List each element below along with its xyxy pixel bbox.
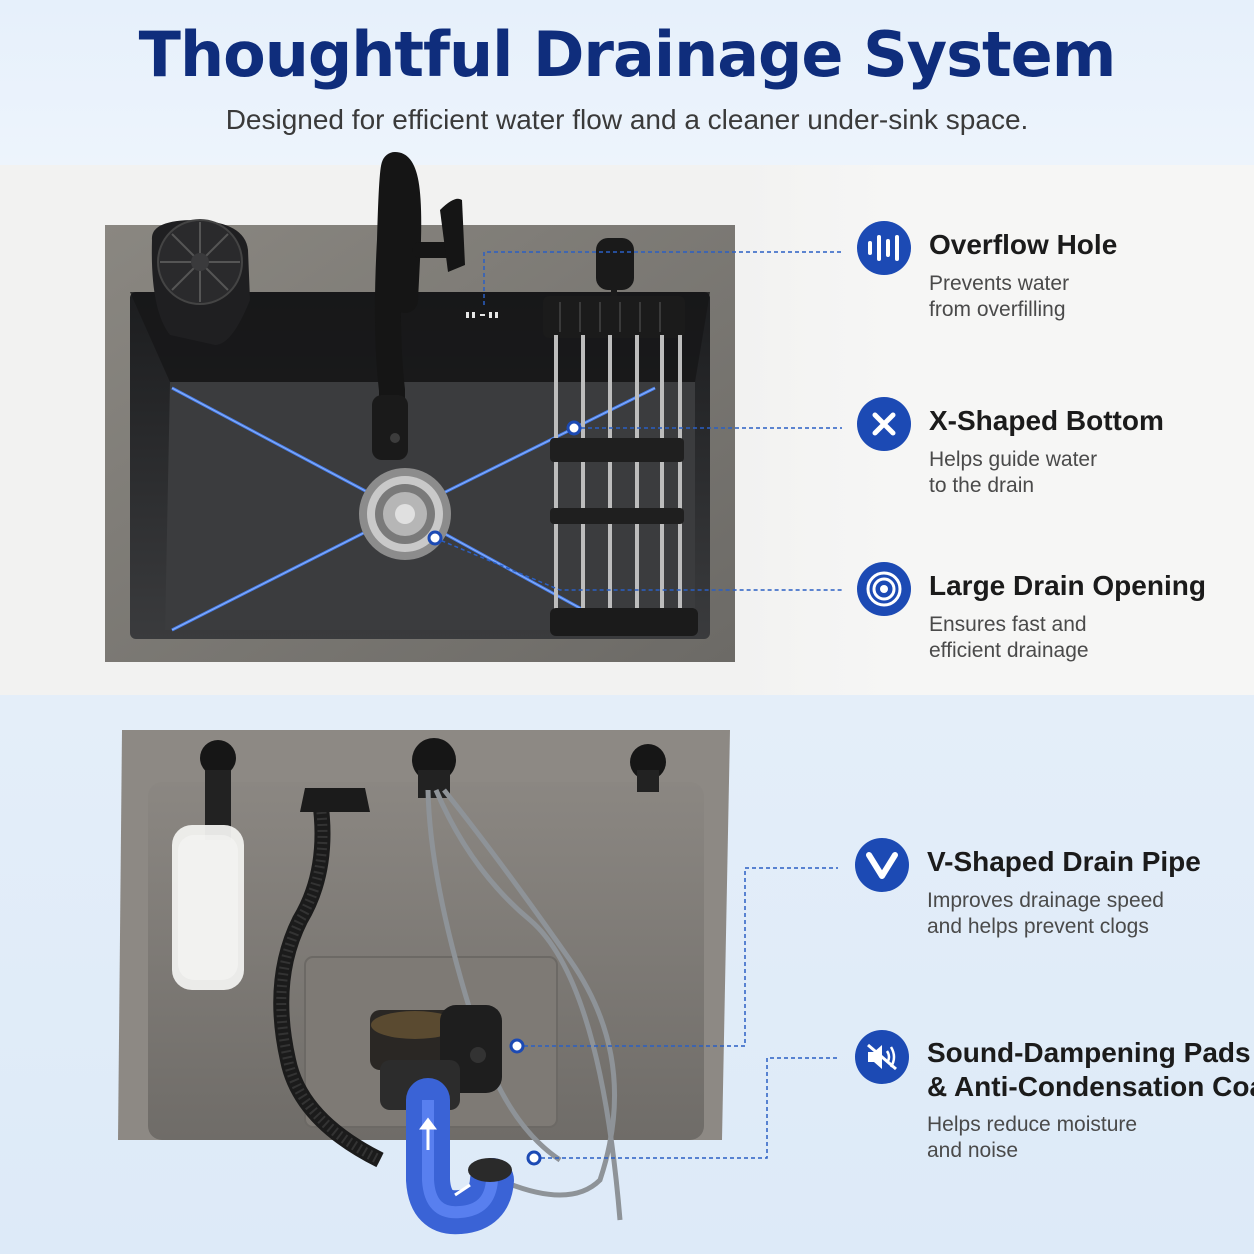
- page-subtitle: Designed for efficient water flow and a …: [225, 104, 1029, 135]
- soundwave-icon: [857, 221, 911, 275]
- page-title: Thoughtful Drainage System: [138, 18, 1117, 91]
- top-sink: [105, 151, 735, 662]
- feature-title: Sound-Dampening Pads& Anti-Condensation …: [927, 1037, 1254, 1102]
- callout-leaders: [434, 251, 842, 1159]
- cup-rinser: [151, 219, 250, 345]
- v-letter-icon: [855, 838, 909, 892]
- callout-anchors: [427, 420, 582, 1166]
- muted-speaker-icon: [855, 1030, 909, 1084]
- drain: [359, 468, 451, 560]
- feature-title: V-Shaped Drain Pipe: [927, 846, 1201, 877]
- feature-title: Overflow Hole: [929, 229, 1118, 260]
- x-mark-icon: [857, 397, 911, 451]
- header: Thoughtful Drainage System Designed for …: [0, 0, 1254, 165]
- feature-title: Large Drain Opening: [929, 570, 1206, 601]
- underside-sink: [118, 730, 730, 1235]
- overflow-hole: [466, 312, 498, 318]
- concentric-circles-icon: [857, 562, 911, 616]
- feature-title: X-Shaped Bottom: [929, 405, 1164, 436]
- dish-rack: [543, 296, 698, 636]
